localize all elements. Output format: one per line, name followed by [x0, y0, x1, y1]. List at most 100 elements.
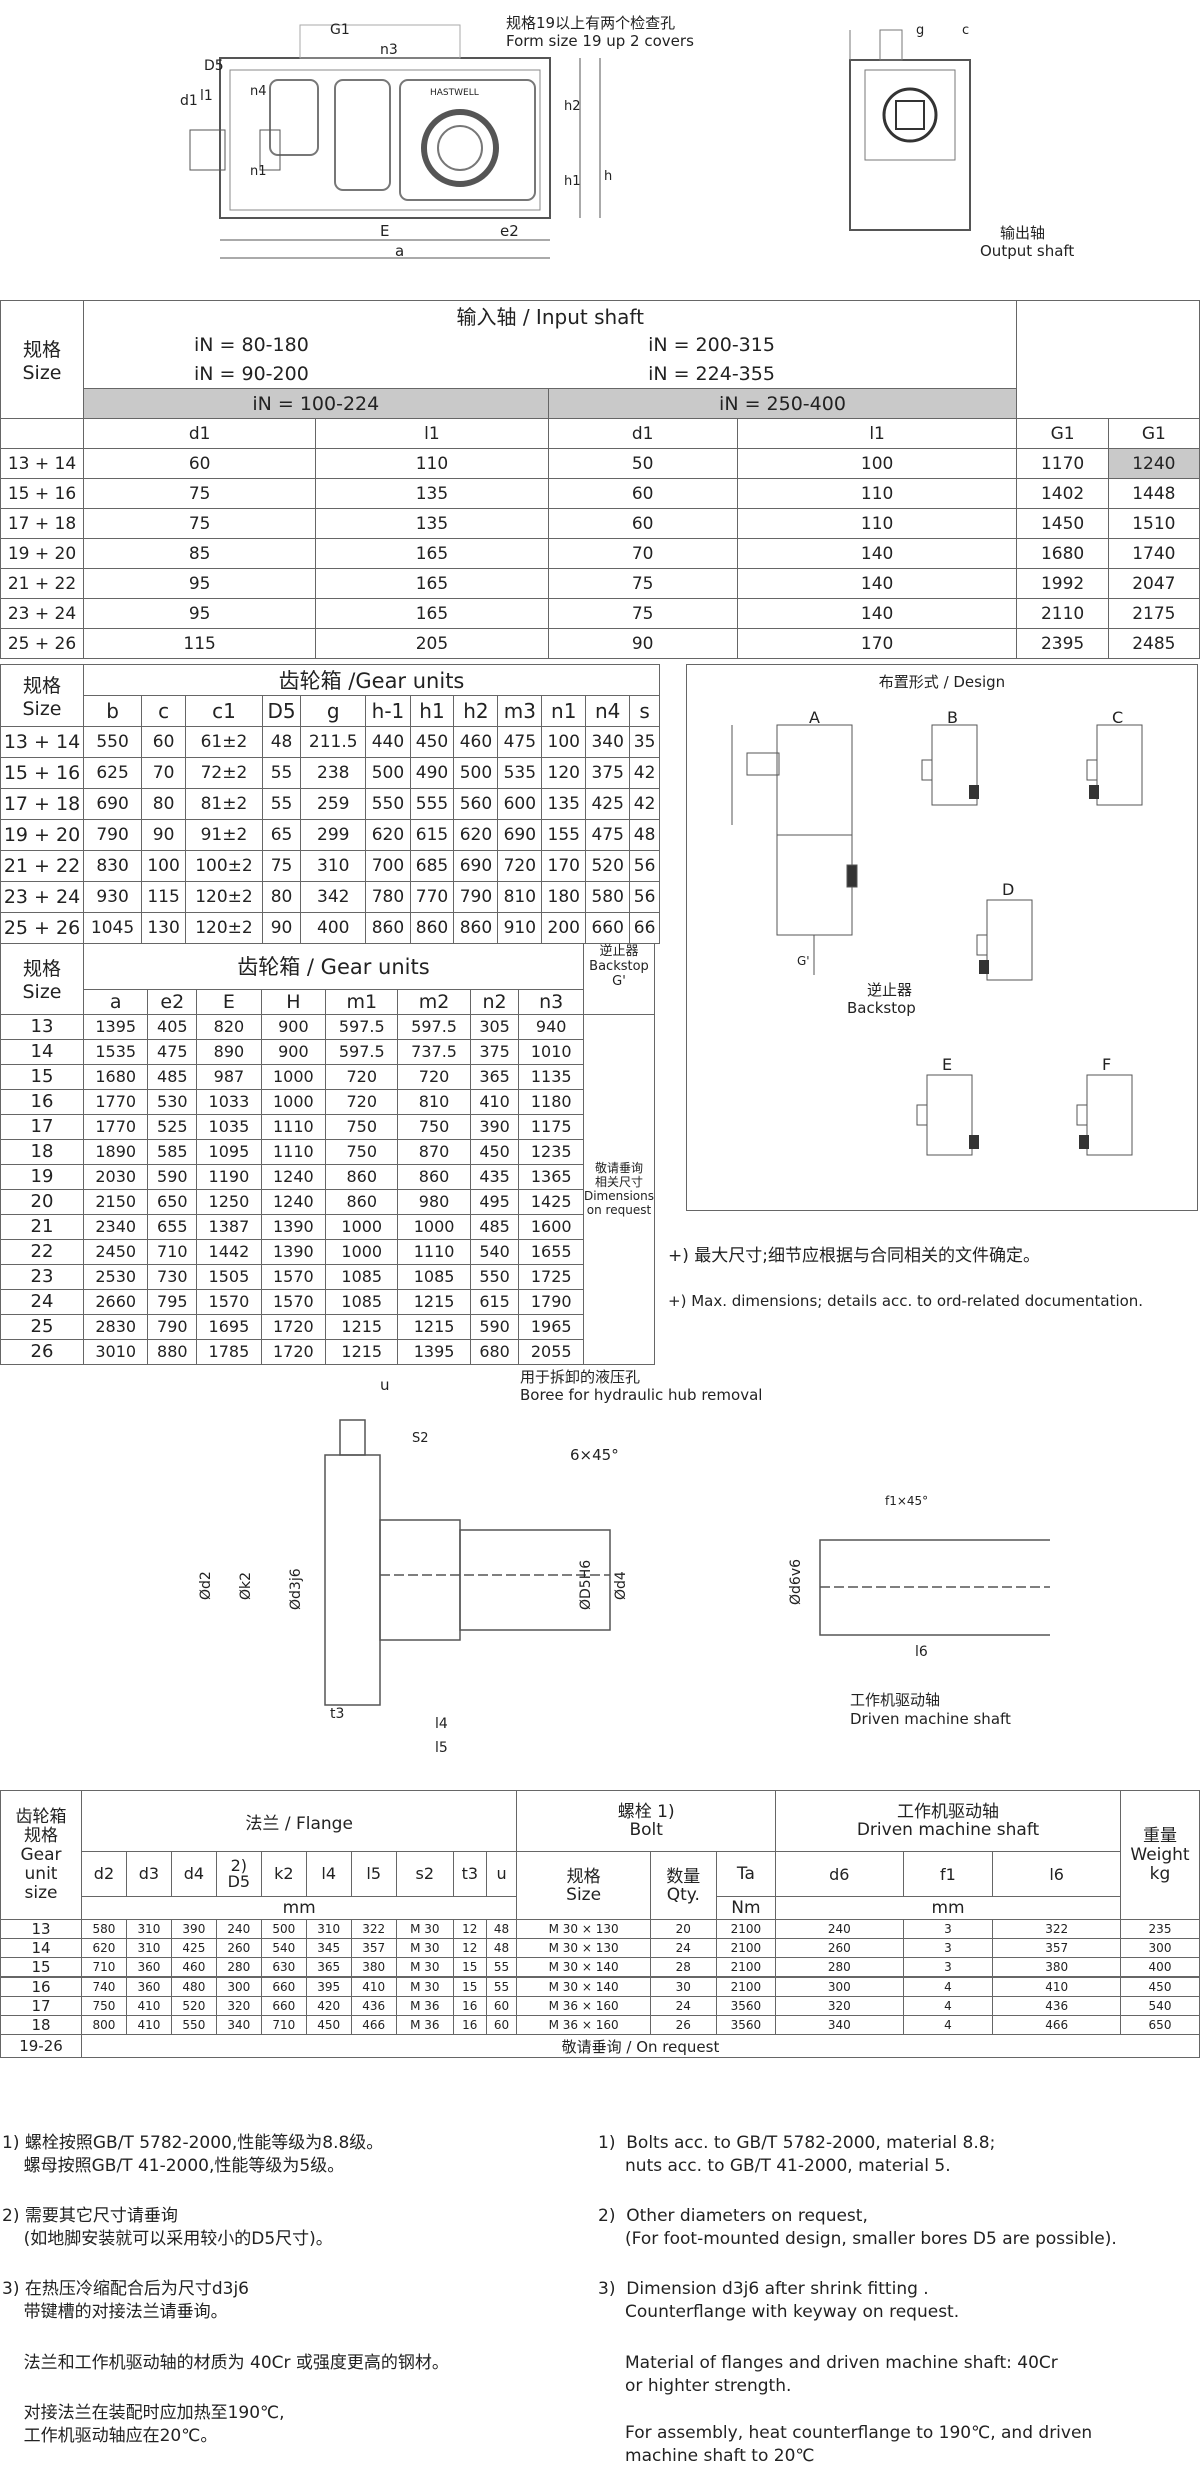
table-cell: 1720: [260, 1313, 327, 1340]
table-cell: 2395: [1016, 628, 1109, 659]
table-cell: 130: [141, 912, 187, 944]
table-cell: 211.5: [300, 726, 367, 758]
table-cell: 1570: [260, 1288, 327, 1315]
t4-flange: 法兰 / Flange: [80, 1790, 518, 1852]
t2-col-header: c1: [185, 695, 263, 727]
gearbox-side-view: HASTWELL G1 n3 D5 d1 l1 n4 n1 h2 h1 h E …: [180, 14, 694, 260]
table-cell: M 30: [395, 1957, 454, 1978]
table-cell: 48: [629, 819, 660, 851]
table-cell: 15: [452, 1976, 487, 1997]
table-cell: 1448: [1107, 478, 1200, 509]
table-cell: 475: [497, 726, 543, 758]
table-cell: 4: [902, 1996, 994, 2016]
table-cell: 322: [992, 1919, 1121, 1939]
table-cell: 2530: [82, 1263, 149, 1290]
table-cell: 15 + 16: [0, 757, 84, 789]
t3-title: 齿轮箱 / Gear units: [83, 943, 584, 989]
table-cell: 770: [409, 881, 455, 913]
table-cell: 720: [325, 1063, 399, 1090]
table-cell: 1890: [82, 1138, 149, 1165]
table-cell: 660: [260, 1976, 307, 1997]
table-cell: 810: [397, 1088, 471, 1115]
fn-cn-5: 对接法兰在装配时应加热至190℃, 工作机驱动轴应在20℃。: [23, 2403, 285, 2446]
table-cell: 710: [147, 1238, 198, 1265]
table-cell: 436: [350, 1996, 397, 2016]
table-cell: 1240: [1107, 448, 1200, 479]
t4-weight: 重量 Weight kg: [1120, 1790, 1200, 1920]
table-cell: 1505: [196, 1263, 262, 1290]
t3-col-header: n3: [518, 988, 584, 1015]
table-cell: 61±2: [185, 726, 263, 758]
table-cell: 140: [736, 538, 1018, 569]
table-cell: 13 + 14: [0, 726, 84, 758]
table-cell: 56: [629, 881, 660, 913]
table-cell: 1720: [260, 1338, 327, 1365]
table-cell: 660: [585, 912, 631, 944]
table-cell: 18: [0, 2015, 82, 2035]
table-cell: 1402: [1016, 478, 1109, 509]
table-cell: 500: [260, 1919, 307, 1939]
table-cell: 525: [147, 1113, 198, 1140]
fn-en-2: 2) Other diameters on request, (For foot…: [598, 2206, 1117, 2249]
table-cell: 900: [260, 1013, 327, 1040]
table-cell: 2450: [82, 1238, 149, 1265]
table-cell: 2047: [1107, 568, 1200, 599]
table-cell: M 30 × 140: [516, 1957, 651, 1978]
table-cell: 21: [0, 1213, 84, 1240]
top-note-cn: 规格19以上有两个检查孔: [506, 14, 675, 32]
table-cell: 830: [82, 850, 143, 882]
table-cell: 495: [469, 1188, 520, 1215]
t3-backstop: 逆止器 Backstop G': [582, 943, 656, 989]
table-cell: 1110: [397, 1238, 471, 1265]
table-cell: 90: [547, 628, 738, 659]
t2-col-header: n1: [541, 695, 587, 727]
table-cell: 1110: [260, 1138, 327, 1165]
table-cell: 25 + 26: [0, 912, 84, 944]
table-cell: 820: [196, 1013, 262, 1040]
table-cell: 615: [469, 1288, 520, 1315]
table-cell: 1680: [82, 1063, 149, 1090]
top-note-en: Form size 19 up 2 covers: [506, 32, 694, 50]
table-cell: 585: [147, 1138, 198, 1165]
table-cell: 550: [365, 788, 411, 820]
table-cell: 16: [452, 1996, 487, 2016]
table-cell: 1000: [325, 1213, 399, 1240]
table-cell: 860: [397, 1163, 471, 1190]
table-cell: 535: [497, 757, 543, 789]
table-cell: 17 + 18: [0, 508, 84, 539]
table-cell: 410: [992, 1976, 1121, 1997]
table-cell: 375: [585, 757, 631, 789]
t4-col-header: k2: [260, 1851, 307, 1897]
table-cell: 400: [300, 912, 367, 944]
t4-col-header: l5: [350, 1851, 397, 1897]
table-cell: 1770: [82, 1088, 149, 1115]
table-cell: 1240: [260, 1163, 327, 1190]
table-cell: 680: [469, 1338, 520, 1365]
table-cell: 550: [170, 2015, 217, 2035]
table-cell: 91±2: [185, 819, 263, 851]
table-cell: 1695: [196, 1313, 262, 1340]
table-cell: 85: [82, 538, 317, 569]
table-cell: 790: [453, 881, 499, 913]
table-cell: 2175: [1107, 598, 1200, 629]
table-cell: 75: [82, 478, 317, 509]
table-cell: 1240: [260, 1188, 327, 1215]
table-cell: 410: [350, 1976, 397, 1997]
table-cell: 95: [82, 598, 317, 629]
table-cell: 425: [170, 1938, 217, 1958]
table-cell: 390: [469, 1113, 520, 1140]
table-cell: 22: [0, 1238, 84, 1265]
table-cell: M 36 × 160: [516, 1996, 651, 2016]
table-cell: 450: [1120, 1976, 1200, 1997]
dim-a: a: [395, 242, 404, 260]
table-cell: M 30 × 130: [516, 1938, 651, 1958]
fn-cn-1: 1) 螺栓按照GB/T 5782-2000,性能等级为8.8级。 螺母按照GB/…: [2, 2133, 384, 2176]
table-cell: 860: [325, 1188, 399, 1215]
